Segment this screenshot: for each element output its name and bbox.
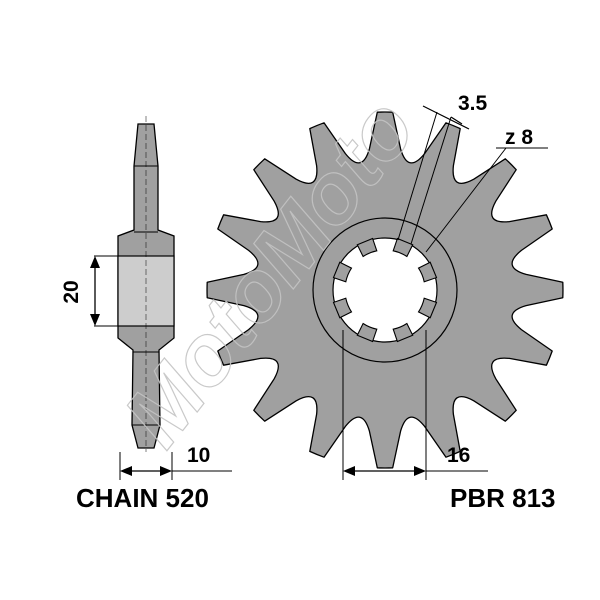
spline-tooth xyxy=(332,297,353,319)
side-profile-view xyxy=(117,116,175,452)
part-number-label: PBR 813 xyxy=(450,483,556,513)
sprocket-bore xyxy=(332,237,438,343)
thickness-dimension: 10 xyxy=(119,444,232,480)
sprocket-inner-ring xyxy=(312,217,458,363)
height-dimension-label: 20 xyxy=(60,280,83,303)
spline-tooth xyxy=(417,261,438,283)
spline-tooth xyxy=(417,297,438,319)
spline-tooth xyxy=(356,322,378,343)
chain-label: CHAIN 520 xyxy=(76,483,209,513)
spline-tooth xyxy=(356,237,378,258)
spline-teeth xyxy=(332,237,438,343)
sprocket-front-view xyxy=(206,111,564,469)
spline-tooth xyxy=(332,261,353,283)
spline-width-label: 3.5 xyxy=(458,92,488,115)
spline-count-leader: z 8 xyxy=(425,126,548,253)
hub-diameter-dimension: 16 xyxy=(342,330,488,480)
spline-count-label: z 8 xyxy=(505,126,533,149)
spline-width-dimension: 3.5 xyxy=(397,92,488,245)
spline-tooth xyxy=(392,237,414,258)
hub-diameter-label: 16 xyxy=(447,444,470,467)
spline-tooth xyxy=(392,322,414,343)
thickness-dimension-label: 10 xyxy=(187,444,210,467)
height-dimension: 20 xyxy=(60,255,118,327)
